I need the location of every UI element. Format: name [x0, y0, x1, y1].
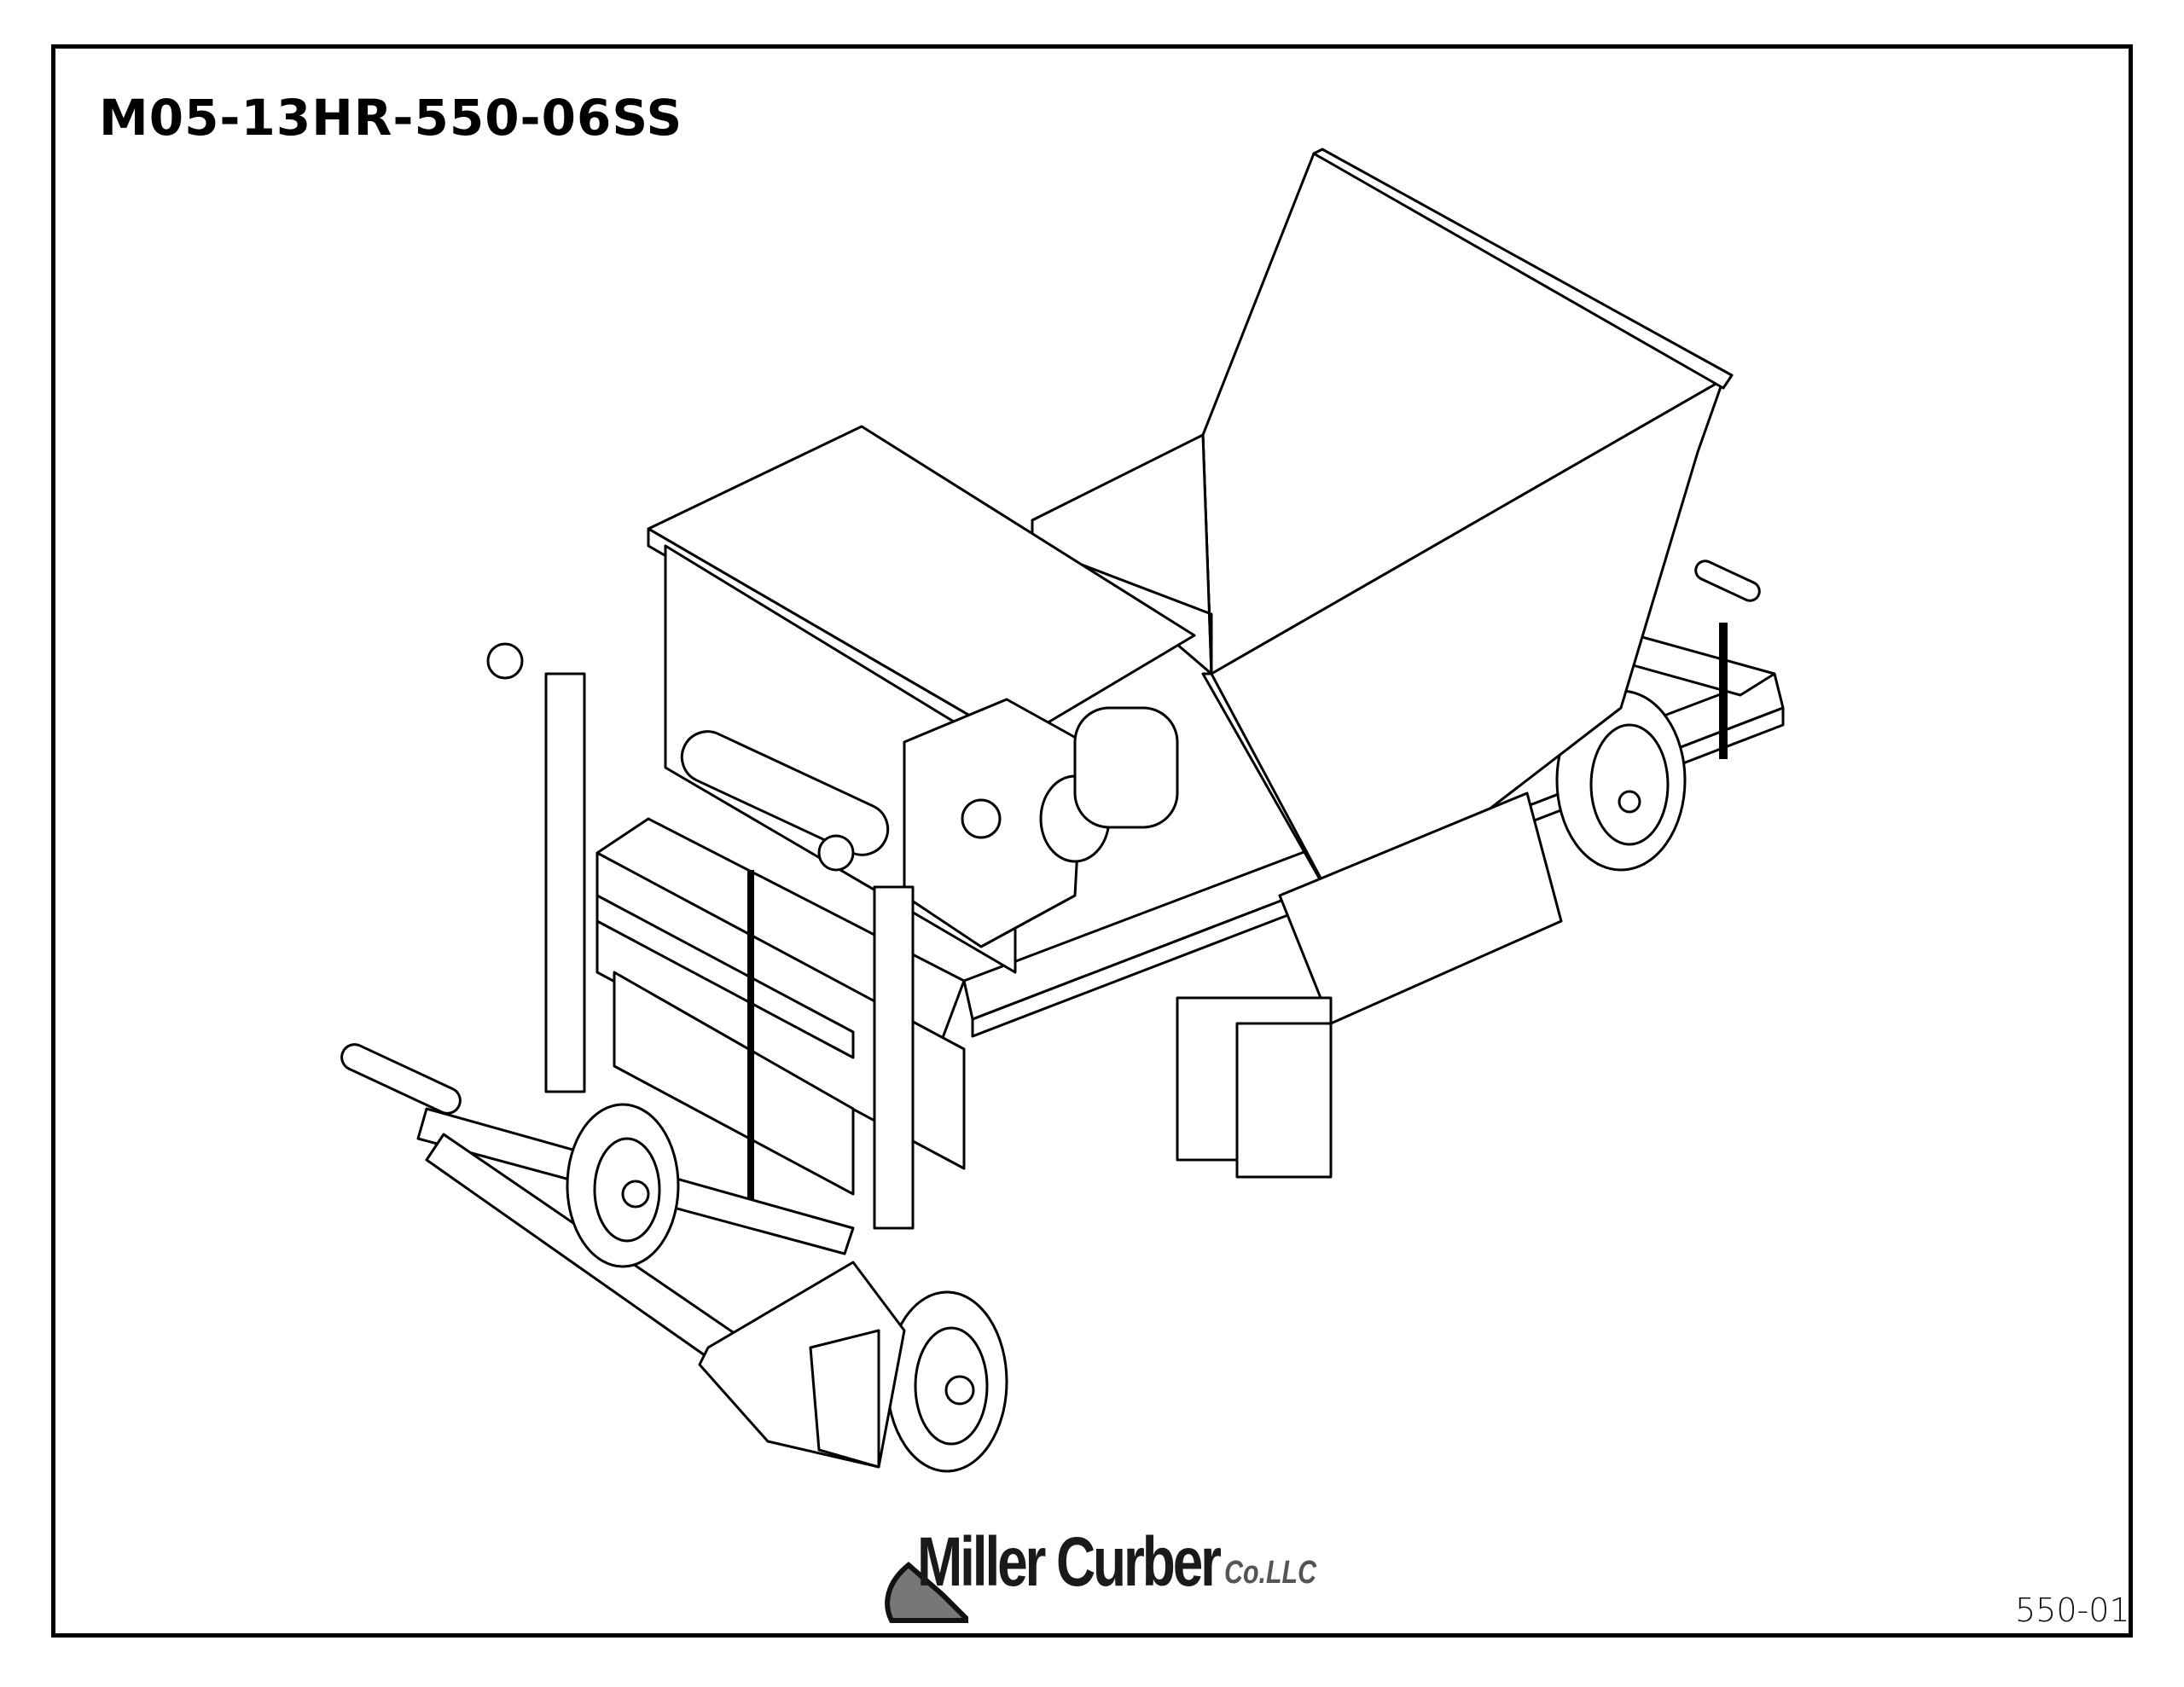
- company-logo: Miller Curber Co.LLC: [866, 1522, 1327, 1633]
- front-shoe: [698, 1261, 906, 1469]
- rear-handle: [1694, 559, 1761, 759]
- front-posts: [486, 642, 915, 1230]
- auger-motor: [1176, 791, 1563, 1179]
- hopper: [1031, 148, 1734, 923]
- drawing-border: [51, 44, 2133, 1638]
- logo-suffix: Co.LLC: [1224, 1555, 1317, 1591]
- logo-name: Miller Curber: [917, 1523, 1222, 1601]
- rear-wheel-right: [1555, 689, 1687, 872]
- curb-logo-icon: [885, 1562, 968, 1623]
- chassis: [595, 817, 966, 1196]
- page-number: 550-01: [2015, 1591, 2130, 1629]
- engine: [680, 698, 1179, 948]
- front-wheel-right: [886, 1290, 1008, 1473]
- front-wheel-left: [566, 1103, 680, 1268]
- part-number-title: M05-13HR-550-06SS: [99, 89, 683, 147]
